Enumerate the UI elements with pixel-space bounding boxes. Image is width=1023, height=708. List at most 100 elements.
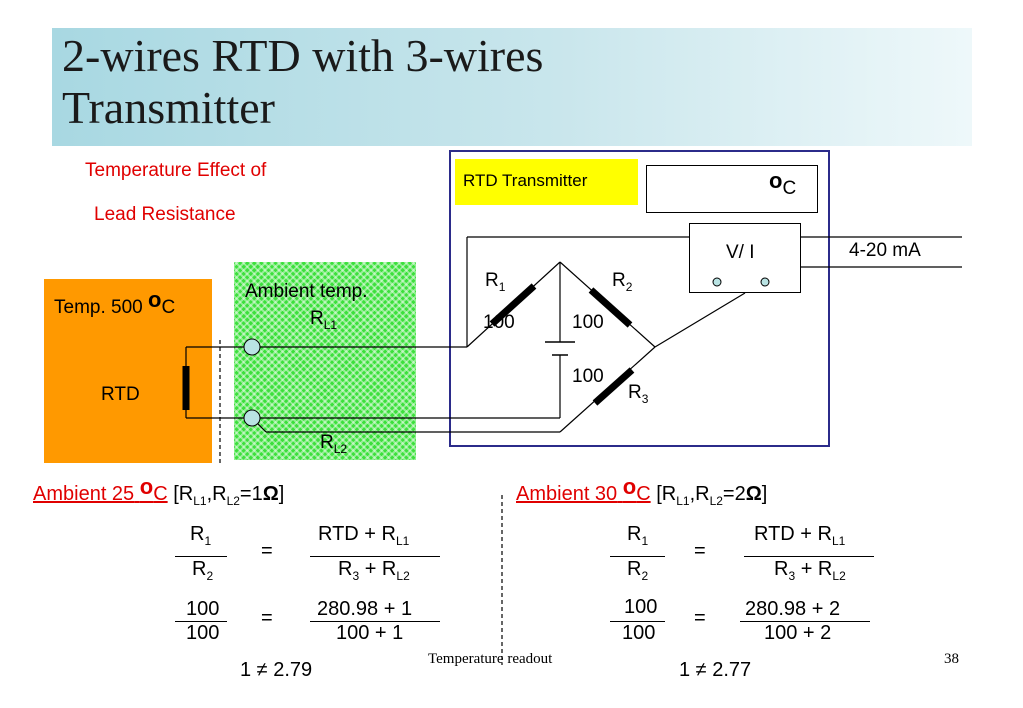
rl1-subscript: L1 (323, 318, 338, 332)
vi-return-wire (654, 292, 746, 348)
left-ohm-symbol: Ω (262, 483, 279, 505)
r3-subscript: 3 (641, 392, 649, 406)
rtd-degree-symbol: o (148, 287, 162, 312)
left-frac2-bar (310, 556, 440, 557)
left-frac2-den-sub: 3 (352, 569, 360, 583)
left-cond-rl1-sub: L1 (193, 494, 207, 508)
right-num-a: 100 (624, 596, 658, 618)
left-den-b: 100 + 1 (336, 622, 404, 644)
left-case-heading: Ambient 25 oC [RL1,RL2=1Ω] (33, 474, 285, 508)
r3-resistor (592, 367, 635, 406)
left-frac1-den-letter: R (192, 558, 207, 580)
r2-subscript: 2 (625, 280, 633, 294)
vi-terminal-right (760, 277, 770, 287)
right-frac3-bar (610, 621, 665, 622)
left-cond-open: [R (173, 483, 194, 505)
right-cond-open: [R (656, 483, 677, 505)
left-frac1-den-sub: 2 (206, 569, 214, 583)
vi-terminal-left (712, 277, 722, 287)
left-num-a: 100 (186, 598, 220, 620)
figure-caption: Temperature readout (428, 651, 553, 667)
right-frac2-den-sub: 3 (788, 569, 796, 583)
right-frac2-num-text: RTD + R (754, 523, 832, 545)
left-frac2-den-rest: + R (359, 558, 397, 580)
left-den-a: 100 (186, 622, 220, 644)
ambient-temp-label: Ambient temp. (245, 281, 368, 302)
terminal-top (243, 338, 261, 356)
output-current-label: 4-20 mA (849, 240, 921, 261)
rtd-temperature-label: Temp. 500 oC (54, 287, 176, 319)
right-frac2-bar (744, 556, 874, 557)
left-frac2-den-sub2: L2 (396, 569, 410, 583)
rtd-temp-unit: C (161, 297, 176, 318)
display-unit: C (782, 178, 797, 199)
right-cond-comma: ,R (689, 483, 710, 505)
r3-value: 100 (572, 366, 604, 387)
right-case-heading: Ambient 30 oC [RL1,RL2=2Ω] (516, 474, 767, 508)
lead-resistance-l2-label: RL2 (320, 432, 347, 456)
right-frac2-den-r3: R (774, 558, 789, 580)
vi-converter-box: V/ I (689, 223, 801, 293)
right-cond-rl1-sub: L1 (676, 494, 690, 508)
lead-resistance-l1-label: RL1 (310, 308, 337, 332)
r2-resistor (588, 287, 633, 328)
transmitter-label: RTD Transmitter (455, 159, 638, 205)
left-equals-1: = (261, 540, 273, 562)
left-num-b: 280.98 + 1 (317, 598, 413, 620)
right-cond-close: =2 (722, 483, 746, 505)
rl2-letter: R (320, 432, 334, 453)
left-frac2-num-text: RTD + R (318, 523, 396, 545)
left-cond-rl2-sub: L2 (226, 494, 240, 508)
left-heading-unit: C (153, 483, 168, 505)
right-frac1-den-sub: 2 (641, 569, 649, 583)
right-den-b: 100 + 2 (764, 622, 832, 644)
right-frac1-den-letter: R (627, 558, 642, 580)
vi-converter-label: V/ I (726, 242, 755, 263)
right-frac2-den-rest: + R (795, 558, 833, 580)
right-cond-rl2-sub: L2 (709, 494, 723, 508)
right-frac1-bar (610, 556, 665, 557)
right-frac1-den: R2 (627, 558, 648, 583)
right-den-a: 100 (622, 622, 656, 644)
left-frac2-den: R3 + RL2 (338, 558, 410, 583)
page-title: 2-wires RTD with 3-wires Transmitter (62, 30, 544, 133)
r2-letter: R (612, 270, 626, 291)
left-equals-2: = (261, 607, 273, 629)
right-result: 1 ≠ 2.77 (679, 659, 752, 681)
right-num-b: 280.98 + 2 (745, 598, 841, 620)
left-result: 1 ≠ 2.79 (240, 659, 313, 681)
right-frac2-num: RTD + RL1 (754, 523, 845, 548)
left-frac1-num: R1 (190, 523, 211, 548)
left-frac3-bar (175, 621, 227, 622)
left-frac1-num-letter: R (190, 523, 205, 545)
right-frac2-den: R3 + RL2 (774, 558, 846, 583)
r1-value: 100 (483, 312, 515, 333)
right-frac1-num-sub: 1 (641, 534, 649, 548)
ambient-temperature-zone (234, 262, 416, 460)
left-cond-bracket: ] (278, 483, 285, 505)
left-cond-close: =1 (239, 483, 263, 505)
r3-letter: R (628, 382, 642, 403)
right-heading-text: Ambient 30 (516, 483, 618, 505)
rtd-temp-text: Temp. 500 (54, 297, 143, 318)
right-heading-degree: o (622, 474, 637, 499)
right-equals-2: = (694, 607, 706, 629)
left-frac2-num: RTD + RL1 (318, 523, 409, 548)
rl2-subscript: L2 (333, 442, 348, 456)
left-frac2-den-r3: R (338, 558, 353, 580)
left-frac1-num-sub: 1 (204, 534, 212, 548)
r2-value: 100 (572, 312, 604, 333)
rtd-label: RTD (101, 384, 140, 405)
right-ohm-symbol: Ω (745, 483, 762, 505)
right-frac4-bar (740, 621, 870, 622)
left-heading-text: Ambient 25 (33, 483, 135, 505)
display-degree-symbol: o (769, 168, 783, 193)
left-cond-comma: ,R (206, 483, 227, 505)
r1-subscript: 1 (498, 280, 506, 294)
r2-label: R2 (612, 270, 632, 294)
r3-label: R3 (628, 382, 648, 406)
left-frac2-num-sub: L1 (395, 534, 410, 548)
page-number: 38 (944, 651, 959, 667)
subtitle-line-1: Temperature Effect of (85, 160, 267, 181)
